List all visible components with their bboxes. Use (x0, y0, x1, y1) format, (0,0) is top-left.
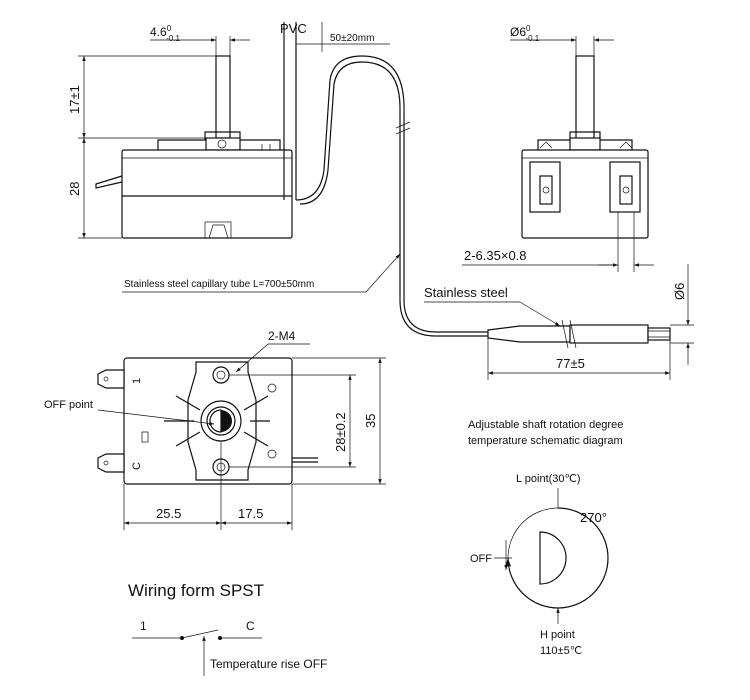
h-point-temp: 110±5℃ (540, 645, 582, 657)
off-label: OFF (470, 553, 492, 565)
front-view: 1 C 2-M4 OFF point (44, 329, 386, 530)
width-left-dim: 25.5 (156, 506, 181, 521)
side-shaft-diameter-dim: Ø60-0.1 (510, 24, 540, 43)
terminal-c (97, 453, 125, 473)
side-view: Ø60-0.1 2-6.35×0.8 (462, 24, 654, 272)
front-terminal-c-label: C (131, 462, 143, 470)
bulb-diameter-dim: Ø6 (672, 283, 687, 300)
mounting-bracket (187, 361, 257, 481)
bulb-length-dim: 77±5 (556, 356, 585, 371)
side-shaft (575, 55, 595, 141)
shaft (215, 55, 231, 139)
rotation-title-line1: Adjustable shaft rotation degree (468, 419, 623, 431)
wiring-note: Temperature rise OFF (210, 657, 327, 671)
rotation-diagram: Adjustable shaft rotation degree tempera… (468, 419, 623, 657)
left-terminal (95, 175, 123, 189)
hole-spacing-dim: 28±0.2 (333, 412, 348, 452)
wiring-terminal-c: C (246, 619, 255, 633)
bulb-material-label: Stainless steel (424, 285, 508, 300)
angle-label: 270° (580, 510, 607, 525)
wiring-diagram: Wiring form SPST 1 C Temperature rise OF… (128, 581, 327, 676)
h-point-label: H point (540, 629, 575, 641)
top-view: 4.60-0.1 PVC 50±20mm 17±1 28 (67, 21, 390, 239)
terminal-spec-dim: 2-6.35×0.8 (464, 248, 527, 263)
thermostat-body (121, 149, 293, 239)
wiring-title: Wiring form SPST (128, 581, 264, 600)
off-point-label: OFF point (44, 399, 93, 411)
shaft-height-dim: 17±1 (67, 85, 82, 114)
knob-flat-shaft (539, 531, 567, 585)
front-terminal-1-label: 1 (131, 378, 143, 384)
sensing-bulb: Stainless steel Ø6 77±5 (424, 264, 694, 380)
rotation-title-line2: temperature schematic diagram (468, 435, 623, 447)
width-right-dim: 17.5 (238, 506, 263, 521)
terminal-1 (97, 369, 125, 389)
screw-spec-label: 2-M4 (268, 329, 296, 343)
wiring-terminal-1: 1 (140, 619, 147, 633)
shaft-bracket (157, 131, 281, 150)
pvc-length-dim: 50±20mm (330, 33, 374, 44)
capillary-tube-label: Stainless steel capillary tube L=700±50m… (124, 279, 314, 290)
pvc-label: PVC (280, 21, 307, 36)
body-height-dim: 28 (67, 182, 82, 196)
front-height-dim: 35 (363, 414, 378, 428)
capillary-tube: Stainless steel capillary tube L=700±50m… (122, 55, 488, 337)
shaft-diameter-dim: 4.60-0.1 (150, 24, 180, 43)
l-point-label: L point(30℃) (516, 473, 581, 485)
front-body (123, 357, 293, 485)
